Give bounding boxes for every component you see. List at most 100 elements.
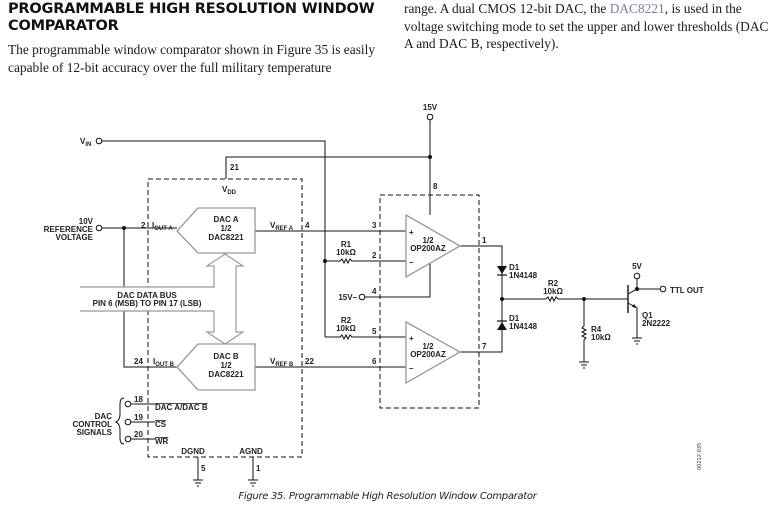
- op-pin-8: 8: [433, 182, 438, 191]
- pin-1-agnd: 1: [256, 464, 261, 473]
- opamp-output-wires: [460, 245, 503, 353]
- figure-caption: Figure 35. Programmable High Resolution …: [238, 491, 537, 502]
- vdd-label: VDD: [222, 185, 237, 196]
- pin-22: 22: [305, 357, 314, 366]
- vin-wire: [102, 140, 326, 337]
- diode-icon: [497, 266, 507, 274]
- control-label-1: DAC: [95, 412, 113, 421]
- control-brace: [114, 397, 125, 445]
- r1-value: 10kΩ: [336, 248, 356, 257]
- junction-dot: [428, 155, 432, 159]
- ground-icon: [579, 361, 589, 369]
- dac-a-line1: DAC A: [213, 215, 238, 224]
- op-pin-4: 4: [372, 287, 377, 296]
- dac-a-block: [176, 207, 256, 254]
- supply-15v-terminal: [426, 113, 434, 121]
- vdd-wire: [225, 156, 430, 179]
- supply-neg15v-label: 15V–: [338, 293, 357, 302]
- opamp-2: [405, 320, 462, 385]
- q1-part: 2N2222: [642, 319, 671, 328]
- diode-icon: [497, 322, 507, 330]
- junction-dot: [635, 287, 639, 291]
- control-20-terminal: [124, 435, 132, 443]
- ref-label-3: VOLTAGE: [56, 233, 94, 242]
- r2-input-value: 10kΩ: [336, 324, 356, 333]
- control-signal-wr: WR: [155, 437, 169, 446]
- diode-top: [497, 266, 507, 276]
- dac-b-line1: DAC B: [213, 352, 239, 361]
- opamp2-line2: OP200AZ: [410, 350, 446, 359]
- control-pin-19: 19: [134, 413, 143, 422]
- op200-package-outline: [379, 194, 480, 409]
- pin-4: 4: [305, 221, 310, 230]
- opamp1-minus: –: [409, 258, 414, 267]
- r2-input-name: R2: [341, 316, 352, 325]
- opamp1-line2: OP200AZ: [410, 244, 446, 253]
- control-signal-cs: CS: [155, 420, 167, 429]
- opamp2-plus: +: [409, 334, 414, 343]
- r4-resistor: [580, 299, 588, 362]
- control-19-terminal: [124, 418, 132, 426]
- op-pin-3: 3: [372, 221, 377, 230]
- opamp-1: [405, 213, 462, 279]
- control-pin-20: 20: [134, 430, 143, 439]
- d1-bottom-name: D1: [509, 314, 520, 323]
- iout-b-label: IOUT B: [153, 357, 175, 368]
- supply-neg15v-terminal: [358, 293, 366, 301]
- control-label-2: CONTROL: [72, 420, 112, 429]
- pin-21: 21: [230, 163, 239, 172]
- r2-input-resistor: [325, 333, 406, 341]
- dgnd-label: DGND: [181, 447, 205, 456]
- section-heading: PROGRAMMABLE HIGH RESOLUTION WINDOW COMP…: [8, 1, 375, 34]
- control-pin-18: 18: [134, 395, 143, 404]
- para-text-after: , is used in the voltage switching mode …: [404, 1, 769, 51]
- supply-5v-label: 5V: [632, 262, 642, 271]
- opamp2-line1: 1/2: [422, 342, 434, 351]
- r4-value: 10kΩ: [591, 333, 611, 342]
- vin-terminal: [95, 137, 103, 145]
- op-pin-2: 2: [372, 251, 377, 260]
- ttl-out-terminal: [659, 285, 667, 293]
- dac-a-line2: 1/2: [220, 224, 232, 233]
- dac-b-line2: 1/2: [220, 361, 232, 370]
- d1-top-name: D1: [509, 263, 520, 272]
- d1-top-part: 1N4148: [509, 271, 538, 280]
- paragraph-right: range. A dual CMOS 12-bit DAC, the DAC82…: [404, 0, 774, 53]
- supply-5v-terminal: [633, 272, 641, 280]
- dac-a-line3: DAC8221: [208, 233, 244, 242]
- ground-icon: [632, 337, 642, 345]
- opamp1-plus: +: [409, 228, 414, 237]
- para-text-before: range. A dual CMOS 12-bit DAC, the: [404, 1, 610, 16]
- bus-label-1: DAC DATA BUS: [117, 291, 177, 300]
- figure-code: 00212-035: [697, 442, 703, 470]
- data-bus: [80, 253, 245, 345]
- dac-b-block: [176, 343, 256, 391]
- ground-icon: [248, 479, 258, 487]
- ref-label-1: 10V: [79, 217, 94, 226]
- ttl-out-label: TTL OUT: [670, 286, 704, 295]
- bus-label-2: PIN 6 (MSB) TO PIN 17 (LSB): [93, 299, 202, 308]
- dac8221-link[interactable]: DAC8221: [609, 1, 665, 16]
- vin-label: VIN: [80, 137, 91, 148]
- r2-output-name: R2: [548, 279, 559, 288]
- control-signal-dac-select: DAC A/DAC B: [155, 403, 208, 412]
- junction-dot: [500, 297, 504, 301]
- agnd-label: AGND: [239, 447, 263, 456]
- r1-name: R1: [341, 240, 352, 249]
- r1-resistor: [325, 257, 406, 265]
- junction-dot: [582, 297, 586, 301]
- op-pin-7: 7: [482, 342, 487, 351]
- q1-name: Q1: [642, 311, 653, 320]
- op-pin-5: 5: [372, 327, 377, 336]
- pin-24: 24: [134, 357, 143, 366]
- emitter-arrow-icon: [632, 304, 637, 308]
- left-column: PROGRAMMABLE HIGH RESOLUTION WINDOW COMP…: [8, 0, 378, 76]
- supply-15v-label: 15V: [423, 103, 438, 112]
- control-label-3: SIGNALS: [76, 428, 112, 437]
- d1-bottom-part: 1N4148: [509, 322, 538, 331]
- ref-voltage-terminal: [95, 224, 103, 232]
- r4-name: R4: [591, 325, 602, 334]
- ground-symbols: [193, 337, 642, 487]
- op-pin-1: 1: [482, 236, 487, 245]
